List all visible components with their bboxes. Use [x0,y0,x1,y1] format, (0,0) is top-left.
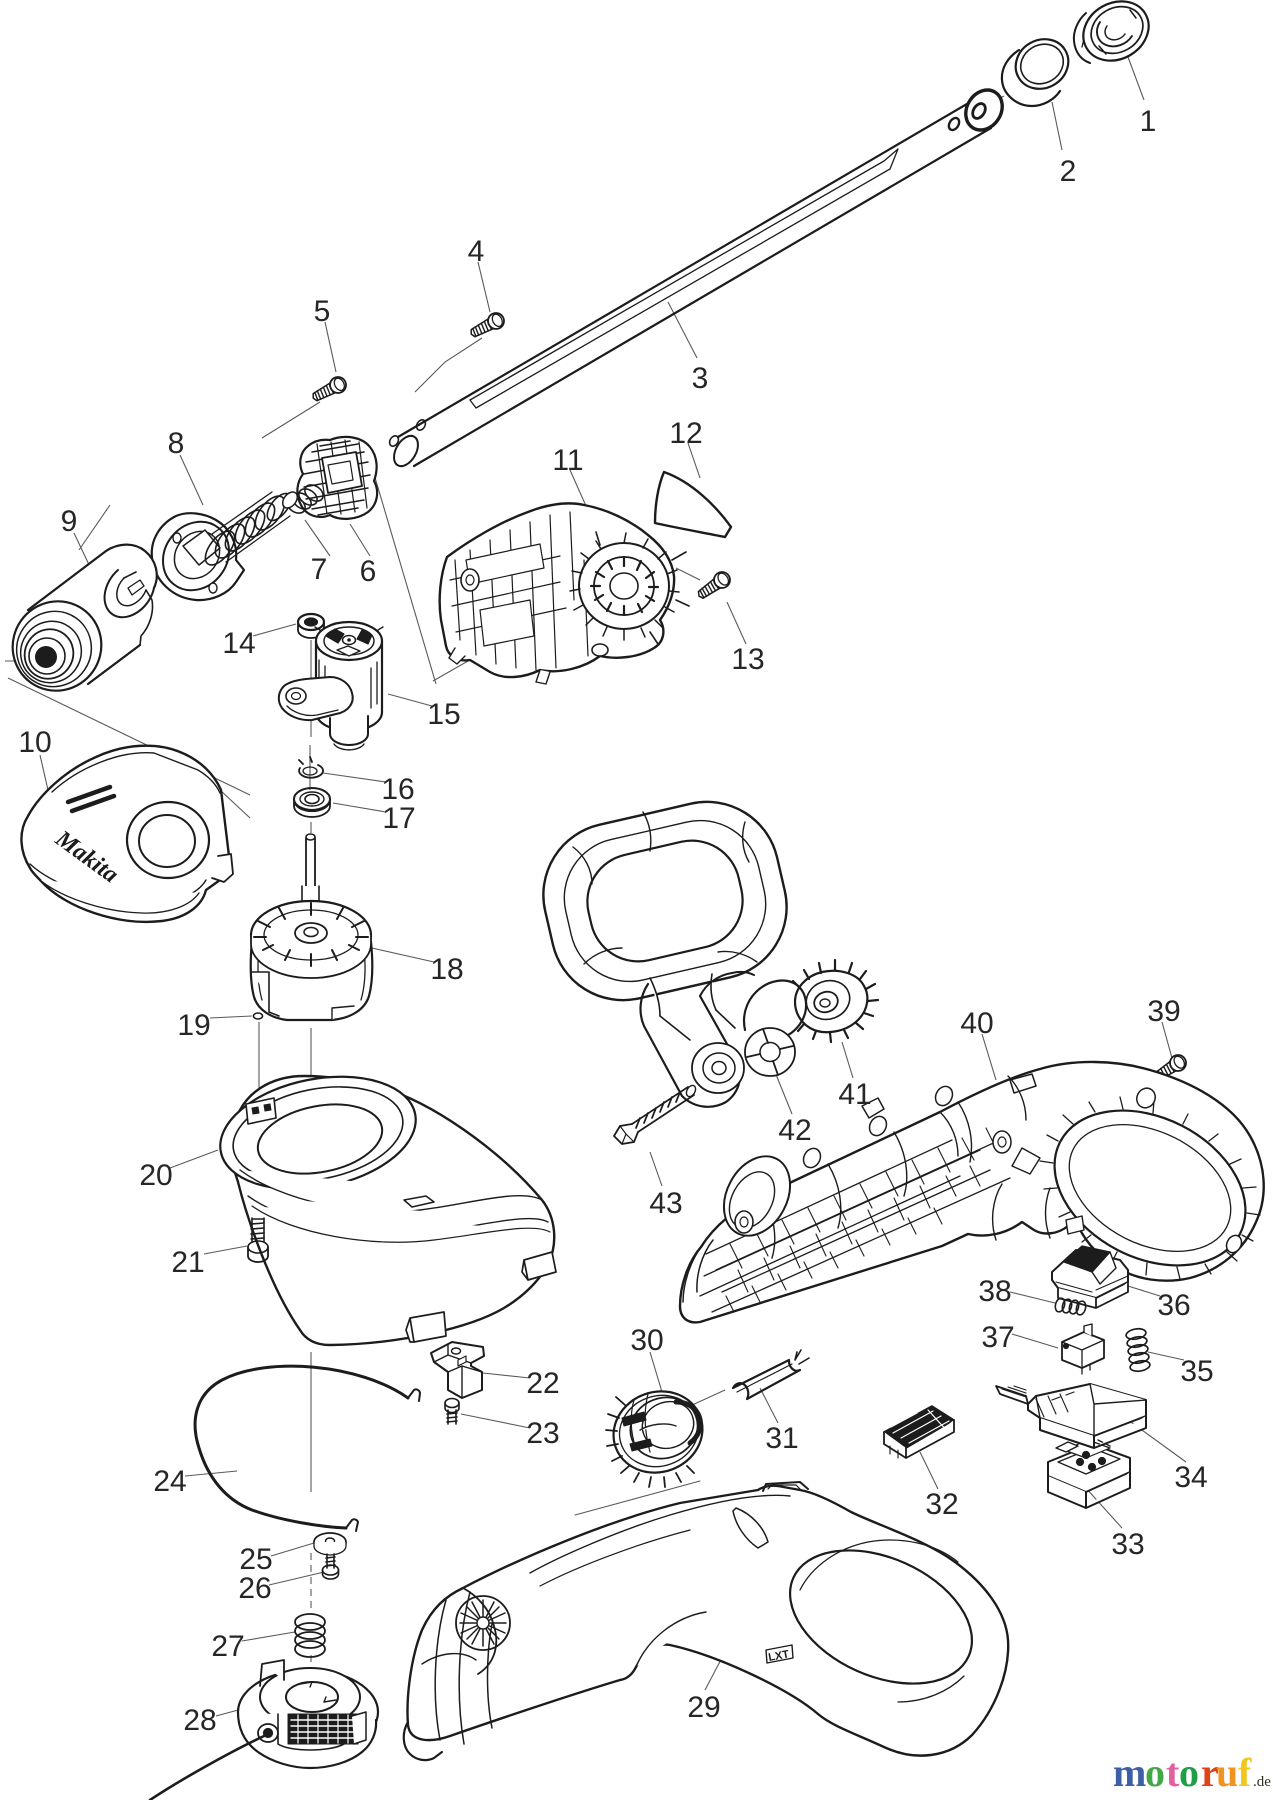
svg-text:28: 28 [183,1704,216,1737]
svg-text:31: 31 [765,1422,798,1455]
svg-text:2: 2 [1060,155,1077,188]
svg-text:4: 4 [468,235,485,268]
svg-text:r: r [1201,1750,1219,1795]
svg-text:10: 10 [18,726,51,759]
svg-text:15: 15 [427,698,460,731]
svg-text:29: 29 [687,1691,720,1724]
svg-text:37: 37 [981,1321,1014,1354]
svg-text:33: 33 [1111,1528,1144,1561]
svg-text:38: 38 [978,1275,1011,1308]
svg-text:t: t [1166,1750,1180,1795]
svg-text:23: 23 [526,1417,559,1450]
svg-text:24: 24 [153,1465,186,1498]
svg-text:14: 14 [222,627,255,660]
svg-text:30: 30 [630,1324,663,1357]
svg-text:32: 32 [925,1488,958,1521]
svg-text:39: 39 [1147,995,1180,1028]
svg-text:o: o [1145,1750,1165,1795]
svg-text:6: 6 [360,555,377,588]
svg-text:25: 25 [239,1543,272,1576]
svg-text:41: 41 [838,1078,871,1111]
svg-text:f: f [1238,1750,1252,1795]
svg-text:8: 8 [168,427,185,460]
svg-text:3: 3 [692,362,709,395]
svg-text:.de: .de [1253,1774,1271,1790]
svg-text:LXT: LXT [767,1648,790,1663]
svg-text:9: 9 [61,505,78,538]
svg-text:5: 5 [314,295,331,328]
svg-text:19: 19 [177,1009,210,1042]
svg-text:21: 21 [171,1246,204,1279]
svg-text:12: 12 [669,417,702,450]
svg-text:35: 35 [1180,1355,1213,1388]
svg-text:13: 13 [731,643,764,676]
svg-text:34: 34 [1174,1461,1207,1494]
svg-text:18: 18 [430,953,463,986]
svg-text:7: 7 [311,553,328,586]
svg-text:1: 1 [1140,105,1157,138]
svg-text:m: m [1113,1750,1146,1795]
svg-text:40: 40 [960,1007,993,1040]
svg-text:27: 27 [211,1630,244,1663]
svg-text:u: u [1216,1750,1238,1795]
svg-text:42: 42 [778,1114,811,1147]
svg-text:16: 16 [381,773,414,806]
svg-text:17: 17 [382,802,415,835]
svg-text:22: 22 [526,1367,559,1400]
svg-text:o: o [1179,1750,1199,1795]
svg-text:43: 43 [649,1187,682,1220]
svg-text:11: 11 [552,444,583,477]
svg-text:26: 26 [238,1572,271,1605]
svg-text:20: 20 [139,1159,172,1192]
svg-text:36: 36 [1157,1289,1190,1322]
